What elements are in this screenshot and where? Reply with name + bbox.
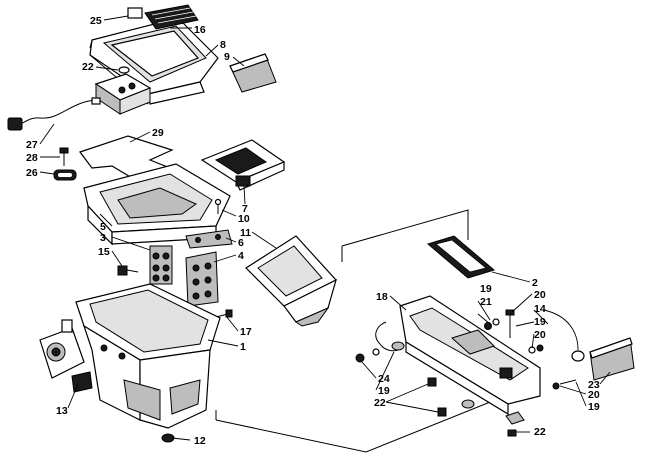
callout-9: 9 — [224, 51, 230, 63]
bolt-15 — [117, 265, 139, 276]
wire-harness — [7, 97, 101, 131]
callout-8: 8 — [220, 39, 226, 51]
lid-vent-grille — [144, 4, 199, 30]
callout-10: 10 — [238, 213, 250, 225]
grommet-22-top — [118, 66, 130, 74]
callout-19-b: 19 — [534, 316, 546, 328]
callout-13: 13 — [56, 405, 68, 417]
screw-28 — [59, 147, 69, 166]
separator-frame — [215, 209, 541, 453]
callout-7: 7 — [242, 203, 248, 215]
callout-5: 5 — [100, 221, 106, 233]
callout-29: 29 — [152, 127, 164, 139]
reed-block-3 — [149, 245, 173, 285]
filter-23 — [589, 337, 635, 381]
leader-lines — [39, 15, 611, 441]
callout-1: 1 — [240, 341, 246, 353]
callout-21: 21 — [480, 296, 492, 308]
intake-duct — [245, 235, 337, 327]
pin-10 — [214, 198, 222, 214]
callout-22-bottom: 22 — [534, 426, 546, 438]
air-box-housing — [75, 283, 221, 429]
upper-tray — [83, 163, 231, 246]
callout-22-top: 22 — [82, 61, 94, 73]
callout-14: 14 — [534, 303, 546, 315]
callout-19-c: 19 — [378, 385, 390, 397]
callout-19-a: 19 — [480, 283, 492, 295]
callout-18: 18 — [376, 291, 388, 303]
callout-28: 28 — [26, 152, 38, 164]
callout-22-mid: 22 — [374, 397, 386, 409]
callout-4: 4 — [238, 250, 244, 262]
fasteners-right — [355, 309, 585, 437]
silencer-18 — [399, 295, 541, 416]
callout-20-a: 20 — [534, 289, 546, 301]
callout-17: 17 — [240, 326, 252, 338]
callout-20-c: 20 — [588, 389, 600, 401]
cover-plate-2 — [426, 235, 496, 279]
callout-16: 16 — [194, 24, 206, 36]
grommet-26 — [53, 169, 77, 181]
callout-15: 15 — [98, 246, 110, 258]
callout-24: 24 — [378, 373, 390, 385]
callout-25: 25 — [90, 15, 102, 27]
callout-2: 2 — [532, 277, 538, 289]
clip-6 — [185, 229, 233, 249]
callout-labels: 25 16 8 9 22 27 29 28 26 7 10 5 3 6 11 1… — [26, 15, 600, 447]
callout-12: 12 — [194, 435, 206, 447]
reed-plate-4 — [185, 251, 219, 307]
callout-20-b: 20 — [534, 329, 546, 341]
callout-3: 3 — [100, 232, 106, 244]
callout-11: 11 — [240, 227, 251, 239]
tube-24 — [375, 321, 399, 352]
callout-19-d: 19 — [588, 401, 600, 413]
lid-clip — [127, 7, 143, 19]
callout-23: 23 — [588, 379, 600, 391]
callout-26: 26 — [26, 167, 38, 179]
control-module — [94, 73, 152, 115]
callout-6: 6 — [238, 237, 244, 249]
carburetor-13 — [39, 319, 93, 393]
callout-27: 27 — [26, 139, 38, 151]
intake-boot — [200, 139, 286, 191]
